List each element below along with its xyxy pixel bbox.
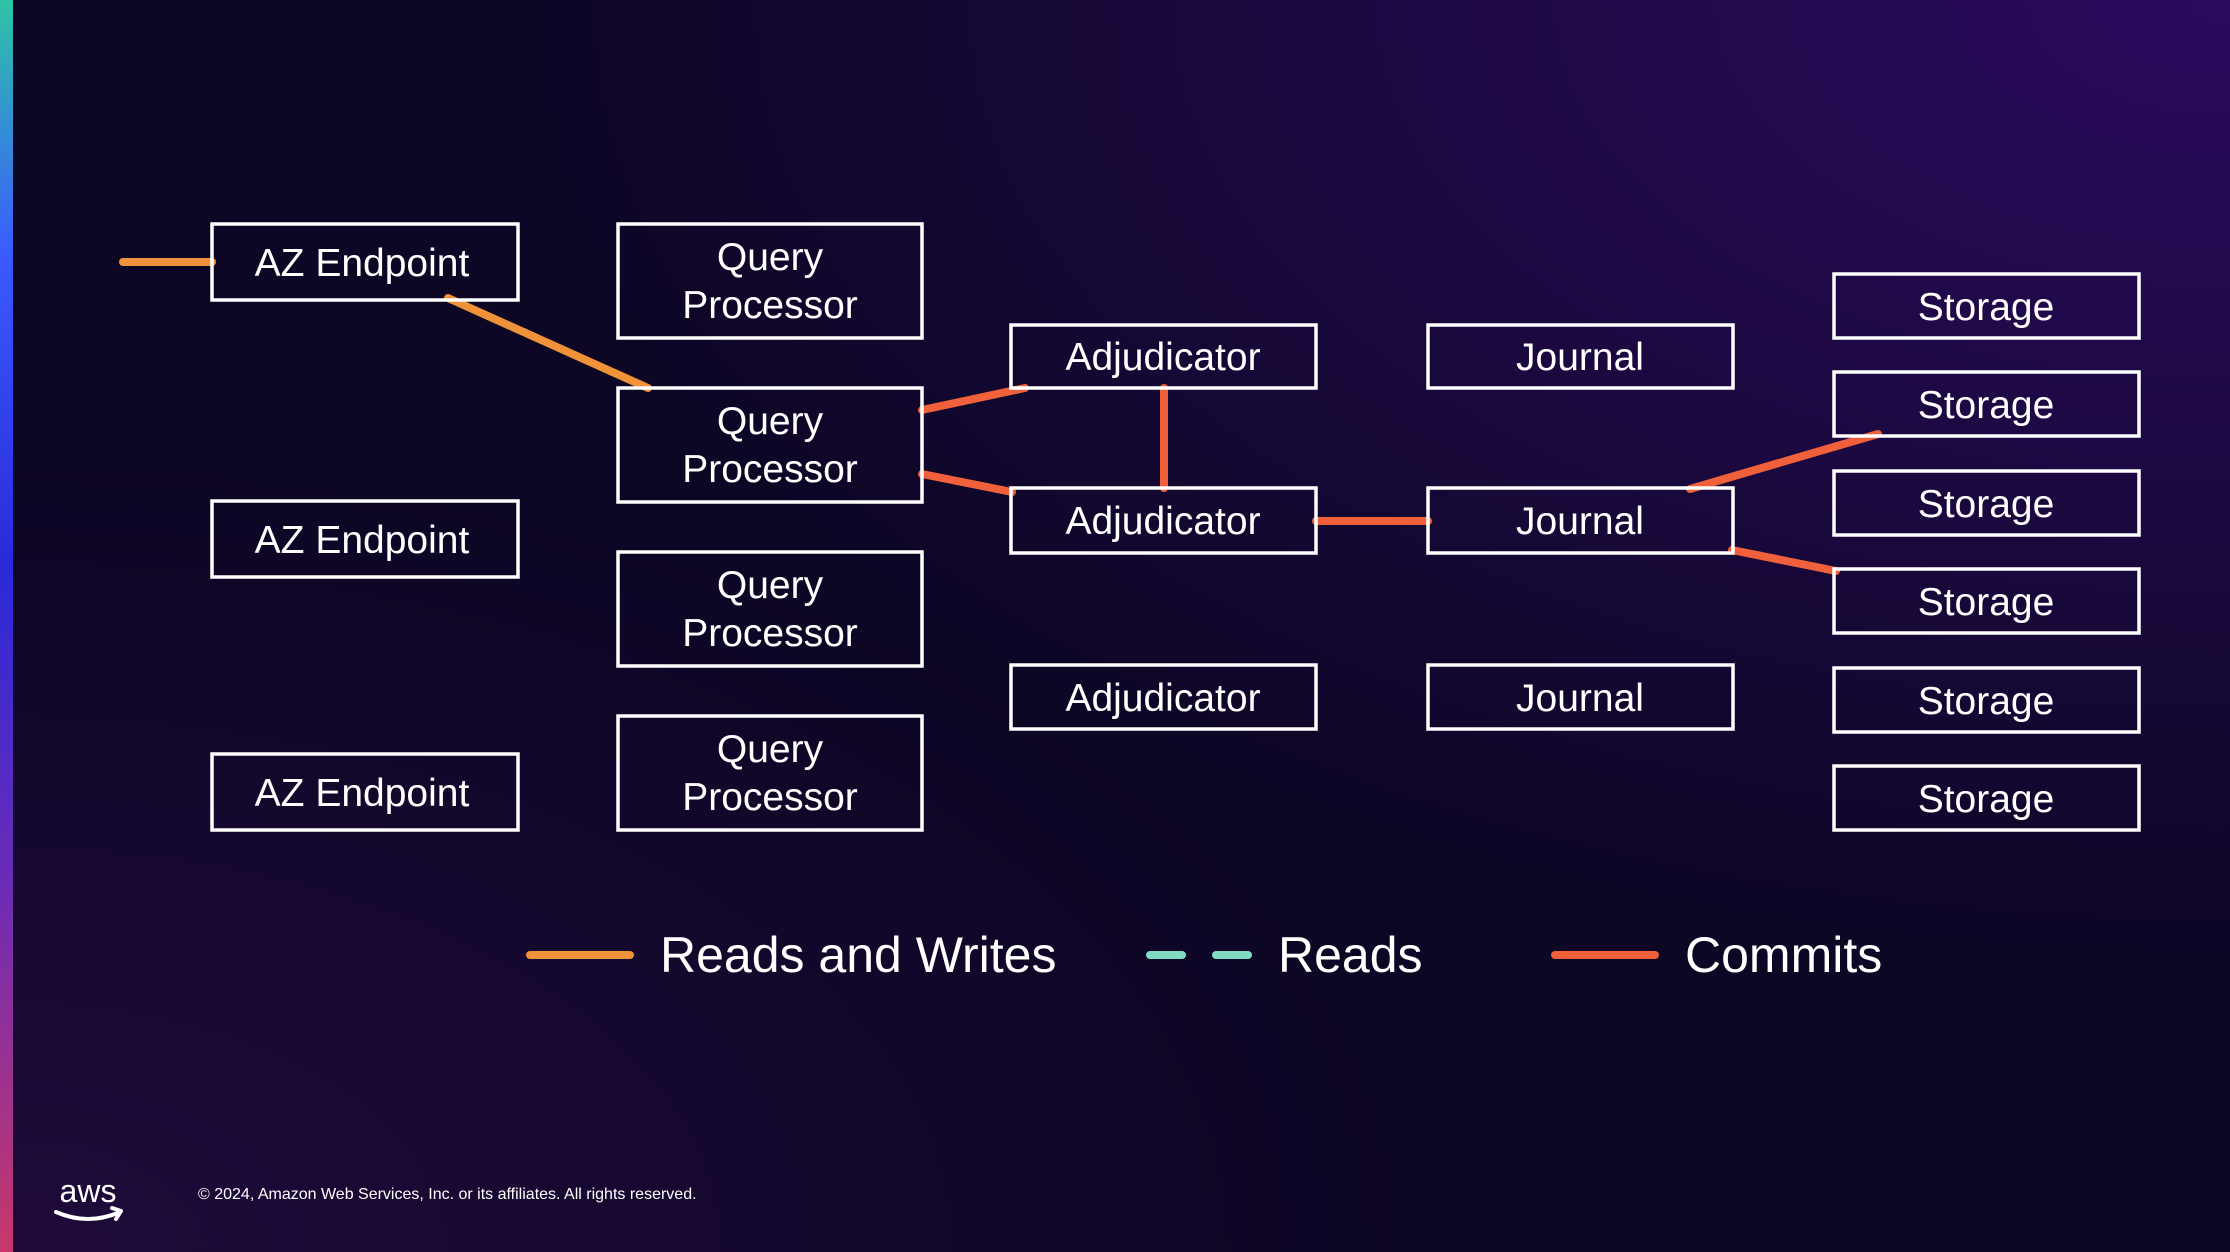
query-processor-label-line1: Query — [717, 564, 824, 607]
legend-swatch-reads-writes — [526, 951, 634, 959]
accent-edge-bar — [0, 0, 13, 1252]
query-processor-label-line1: Query — [717, 236, 824, 279]
storage-label: Storage — [1918, 286, 2055, 329]
adjudicator-node: Adjudicator — [1009, 323, 1318, 390]
adjudicator-label: Adjudicator — [1065, 500, 1260, 543]
copyright-text: © 2024, Amazon Web Services, Inc. or its… — [198, 1186, 697, 1203]
az-endpoint-node: AZ Endpoint — [210, 222, 520, 302]
legend-item-reads: Reads — [1146, 920, 1423, 990]
storage-label: Storage — [1918, 483, 2055, 526]
journal-label: Journal — [1516, 336, 1644, 379]
journal-label: Journal — [1516, 677, 1644, 720]
query-processor-label-line2: Processor — [682, 284, 858, 327]
legend-label-reads-writes: Reads and Writes — [660, 927, 1057, 983]
adjudicator-label: Adjudicator — [1065, 336, 1260, 379]
query-processor-label-line2: Processor — [682, 776, 858, 819]
legend-label-reads: Reads — [1278, 927, 1423, 983]
storage-node: Storage — [1832, 370, 2141, 438]
connectors — [119, 258, 1882, 575]
storage-label: Storage — [1918, 581, 2055, 624]
az-endpoint-label: AZ Endpoint — [255, 772, 470, 815]
connector-query-processor-adjudicator-2 — [918, 470, 1016, 496]
az-endpoint-label: AZ Endpoint — [255, 242, 470, 285]
storage-node: Storage — [1832, 272, 2141, 340]
journal-node: Journal — [1426, 323, 1735, 390]
query-processor-label-line1: Query — [717, 400, 824, 443]
journal-node: Journal — [1426, 486, 1735, 555]
storage-label: Storage — [1918, 680, 2055, 723]
storage-node: Storage — [1832, 567, 2141, 635]
az-endpoint-label: AZ Endpoint — [255, 519, 470, 562]
storage-label: Storage — [1918, 384, 2055, 427]
az-endpoint-node: AZ Endpoint — [210, 499, 520, 579]
adjudicator-label: Adjudicator — [1065, 677, 1260, 720]
query-processor-node: Query Processor — [616, 714, 924, 832]
journal-label: Journal — [1516, 500, 1644, 543]
query-processor-node: Query Processor — [616, 550, 924, 668]
legend-swatch-commits — [1551, 951, 1659, 959]
query-processor-label-line2: Processor — [682, 612, 858, 655]
legend-item-commits: Commits — [1551, 920, 1882, 990]
connector-az-endpoint-query-processor — [444, 294, 652, 392]
query-processor-label-line1: Query — [717, 728, 824, 771]
query-processor-node: Query Processor — [616, 386, 924, 504]
storage-node: Storage — [1832, 666, 2141, 734]
connector-journal-storage-1 — [1686, 430, 1882, 493]
adjudicator-node: Adjudicator — [1009, 663, 1318, 731]
legend: Reads and Writes Reads Commits — [0, 920, 2230, 990]
storage-node: Storage — [1832, 469, 2141, 537]
adjudicator-node: Adjudicator — [1009, 486, 1318, 555]
journal-node: Journal — [1426, 663, 1735, 731]
legend-label-commits: Commits — [1685, 927, 1883, 983]
aws-logo: aws — [54, 1173, 123, 1221]
query-processor-label-line2: Processor — [682, 448, 858, 491]
connector-journal-storage-2 — [1728, 546, 1840, 575]
legend-item-reads-writes: Reads and Writes — [526, 920, 1056, 990]
query-processor-node: Query Processor — [616, 222, 924, 340]
storage-label: Storage — [1918, 778, 2055, 821]
legend-swatch-reads — [1146, 951, 1252, 959]
az-endpoint-node: AZ Endpoint — [210, 752, 520, 832]
svg-text:aws: aws — [60, 1173, 117, 1209]
connector-query-processor-adjudicator-1 — [918, 384, 1029, 414]
storage-node: Storage — [1832, 764, 2141, 832]
